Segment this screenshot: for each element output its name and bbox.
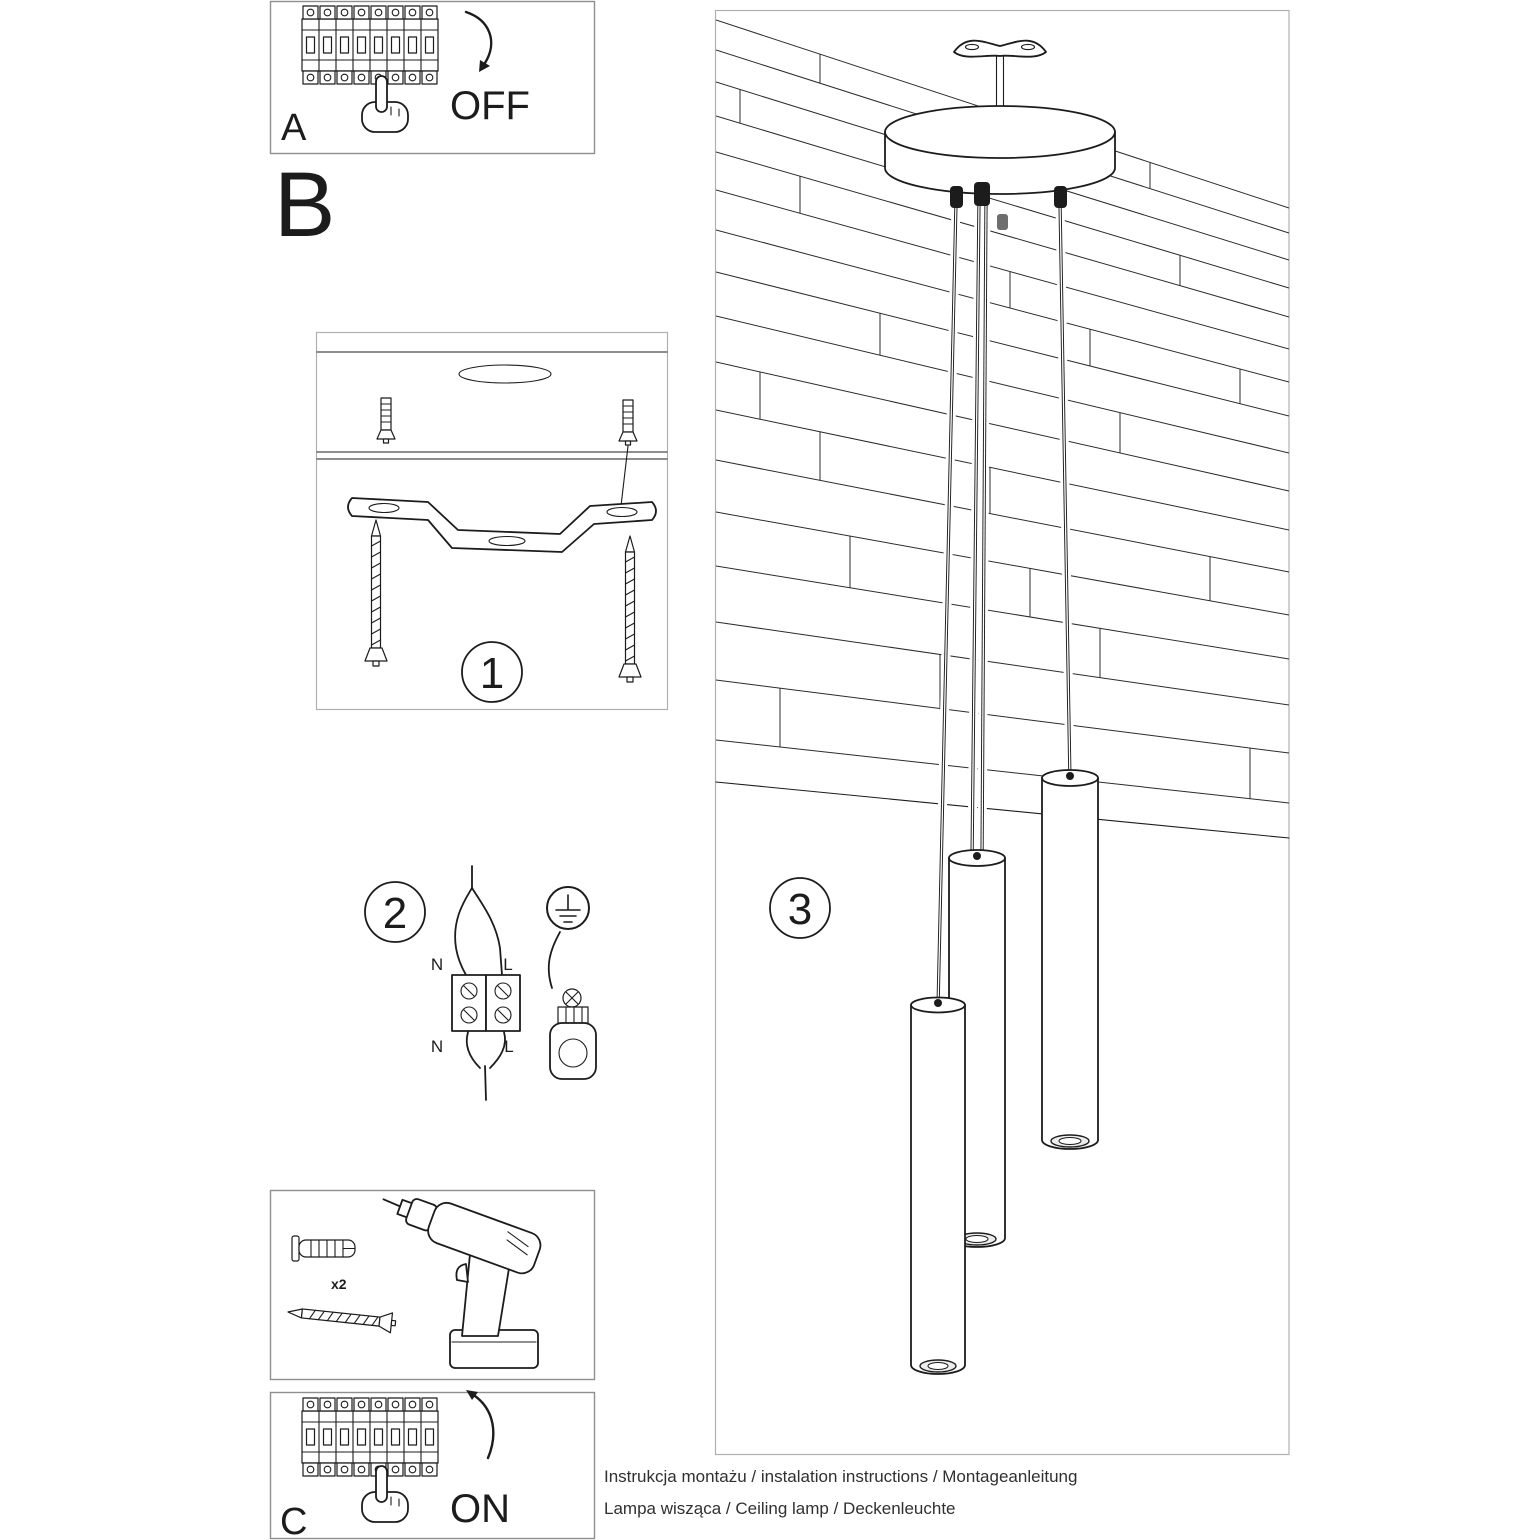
off-label: OFF [450,84,530,128]
pendant-left [910,996,966,1375]
panel-c-label: C [280,1501,307,1540]
canopy [884,105,1116,195]
pendant-cables [933,199,1075,1009]
off-arrow-icon [464,10,493,72]
hanging-step-panel: 3 [714,9,1290,1456]
terminal-label-n-top: N [431,955,443,974]
lamp-wires-icon [465,1031,506,1101]
panel-a-frame [269,0,596,155]
anchor-screw-right [618,399,638,446]
panel-c-frame [269,1391,596,1540]
drill-bit [382,1198,401,1208]
spare-gland [997,214,1008,230]
step-number-3: 3 [769,877,831,939]
ground-symbol-icon [546,886,590,930]
mounting-bracket [347,497,657,553]
terminal-label-n-bottom: N [431,1037,443,1056]
terminal-label-l-top: L [503,955,512,974]
mounting-screw-right [618,535,642,683]
ceiling-rod [995,54,1005,113]
svg-text:1: 1 [480,649,504,698]
power-off-panel: A OFF [269,0,596,155]
ceiling-planks [316,351,668,460]
drill-icon [382,1198,542,1369]
ceiling-bracket-icon [953,39,1047,58]
mounting-screw-left [364,519,388,667]
screw-icon [287,1308,397,1334]
tools-panel: x2 [269,1189,596,1381]
step1-frame [315,331,669,711]
on-label: ON [450,1487,510,1531]
terminal-block-icon [451,974,521,1032]
footer: Instrukcja montażu / instalation instruc… [604,1467,1077,1518]
svg-text:2: 2 [383,889,407,938]
pendant-right [1041,769,1099,1150]
ground-clamp-icon [547,931,597,1080]
cable-glands [950,182,1067,230]
supply-wires-icon [454,865,503,976]
power-on-panel: C ON [269,1390,596,1540]
on-arrow-icon [466,1390,495,1460]
step3-frame [714,9,1290,1456]
svg-text:3: 3 [788,885,812,934]
tools-frame [269,1189,596,1381]
panel-a-label: A [281,107,307,149]
footer-line-1: Instrukcja montażu / instalation instruc… [604,1467,1077,1486]
breaker-panel-icon-on [301,1397,439,1477]
wall-plug-icon [291,1235,356,1262]
terminal-label-l-bottom: L [504,1037,513,1056]
step-number-2: 2 [364,881,426,943]
footer-line-2: Lampa wisząca / Ceiling lamp / Deckenleu… [604,1499,956,1518]
section-b-label: B [274,154,335,256]
ceiling-edge [715,781,1290,839]
anchor-screw-left [376,397,396,444]
breaker-panel-icon [301,5,439,85]
mounting-step-panel: 1 [315,331,669,711]
anchor-count-label: x2 [331,1276,347,1292]
step-number-1: 1 [461,641,523,703]
alignment-line [620,445,629,507]
wiring-step-panel: 2 N L N L [364,865,597,1101]
